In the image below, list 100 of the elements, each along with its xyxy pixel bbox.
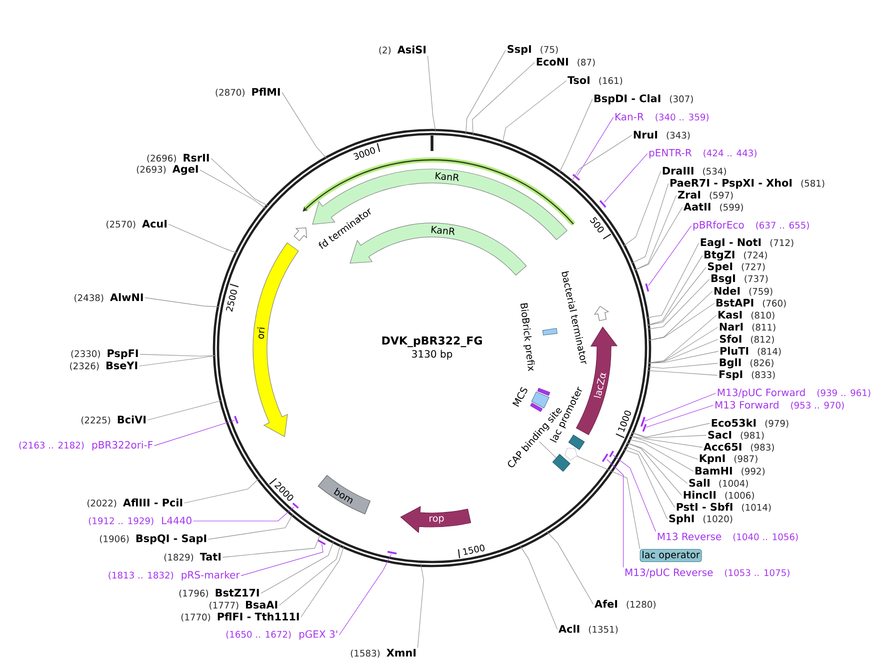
enzyme-label: PaeR7I - PspXI - XhoI (581)	[670, 178, 824, 189]
enzyme-label: (1829) TatI	[164, 552, 221, 562]
leader-line	[646, 279, 710, 330]
enzyme-label: (2330) PspFI	[71, 349, 138, 360]
enzyme-label: (2326) BseYI	[70, 362, 138, 370]
enzyme-label: SfoI (812)	[720, 334, 774, 344]
enzyme-label: PluTI (814)	[720, 346, 781, 356]
leader-line	[200, 170, 267, 210]
leader-line	[644, 393, 716, 422]
enzyme-label: HincII (1006)	[684, 490, 754, 500]
feature-arc: ori	[252, 242, 299, 437]
leader-line	[427, 55, 436, 132]
enzyme-label: (2870) PflMI	[216, 88, 280, 97]
leader-line	[282, 92, 328, 160]
leader-line	[626, 442, 682, 496]
feature-arc: rop	[400, 506, 472, 533]
leader-line	[279, 544, 341, 606]
leader-line	[140, 354, 216, 356]
pentagon-icon	[564, 448, 578, 460]
leader-line	[546, 530, 594, 605]
primer-label: M13 Reverse (1040 .. 1056)	[658, 532, 798, 542]
scale-number: 1500	[462, 544, 484, 556]
enzyme-label: BspDI - ClaI (307)	[594, 94, 693, 104]
leader-line	[193, 506, 294, 522]
enzyme-label: Eco53kI (979)	[712, 418, 788, 428]
leader-line	[622, 449, 668, 520]
enzyme-label: BstAPI (760)	[716, 298, 786, 308]
leader-line	[646, 405, 714, 428]
leader-line	[208, 513, 294, 540]
leader-line	[260, 540, 334, 594]
leader-line	[472, 62, 535, 136]
leader-line	[613, 454, 656, 532]
feature-box	[552, 454, 570, 472]
leader-line	[628, 439, 694, 472]
enzyme-label: PstI - SbfI (1014)	[676, 502, 771, 512]
leader-line	[626, 442, 688, 484]
leader-line	[630, 432, 707, 438]
enzyme-label: NdeI (759)	[714, 286, 772, 296]
primer-mark	[234, 416, 238, 424]
leader-line	[630, 183, 669, 264]
enzyme-label: AatII (599)	[684, 202, 743, 212]
enzyme-label: (1906) BspQI - SapI	[100, 534, 206, 544]
primer-label: Kan-R (340 .. 359)	[616, 113, 708, 122]
primer-label: (1912 .. 1929) L4440	[88, 516, 192, 526]
leader-line	[210, 158, 270, 207]
leader-line	[646, 363, 718, 368]
enzyme-label: SalI (1004)	[689, 478, 748, 488]
leader-line	[168, 224, 238, 254]
primer-mark	[645, 283, 650, 292]
leader-line	[570, 135, 632, 183]
enzyme-label: Acc65I (983)	[704, 442, 774, 452]
scale-number: 3000	[353, 147, 376, 160]
enzyme-label: DraIII (534)	[662, 166, 726, 176]
leader-line	[648, 291, 713, 341]
leader-line	[577, 117, 614, 176]
enzyme-label: (2225) BciVI	[81, 415, 146, 425]
enzyme-label: (1777) BsaAI	[210, 600, 278, 610]
leader-line	[144, 297, 220, 308]
leader-line	[633, 207, 683, 271]
leader-line	[558, 99, 593, 174]
leader-line	[648, 225, 692, 286]
leader-line	[629, 436, 703, 448]
primer-mark	[642, 424, 647, 432]
leader-line	[629, 436, 698, 460]
feature-label: BioBrick prefix	[520, 303, 535, 372]
enzyme-label: SacI (981)	[708, 430, 764, 440]
primer-label: pBRforEco (637 .. 655)	[693, 220, 809, 231]
leader-line	[622, 171, 661, 247]
enzyme-label: KpnI (987)	[700, 454, 758, 464]
primer-mark	[602, 453, 608, 462]
enzyme-label: NruI (343)	[634, 130, 690, 140]
enzyme-label: (1770) PflFI - Tth111I	[181, 612, 299, 622]
enzyme-label: SspI (75)	[508, 45, 558, 55]
enzyme-label: BsgI (737)	[711, 274, 768, 284]
leader-line	[222, 532, 322, 558]
leader-line	[539, 441, 556, 458]
primer-label: (1650 .. 1672) pGEX 3'	[226, 630, 338, 640]
leader-line	[624, 446, 675, 508]
leader-line	[647, 351, 719, 364]
enzyme-label: ZraI (597)	[678, 190, 733, 200]
leader-line	[576, 456, 640, 550]
enzyme-label: (1796) BstZ17I	[179, 588, 259, 598]
scale-number: 2500	[226, 290, 237, 312]
leader-line	[633, 195, 677, 271]
enzyme-label: AclI (1351)	[558, 624, 618, 634]
enzyme-label: KasI (810)	[718, 310, 774, 320]
primer-mark	[640, 416, 646, 427]
leader-line	[147, 400, 223, 420]
primer-label: pENTR-R (424 .. 443)	[649, 149, 756, 158]
enzyme-label: FspI (833)	[719, 370, 775, 380]
enzyme-label: (2) AsiSI	[379, 45, 426, 55]
leader-line	[648, 303, 715, 341]
feature-tag: lac operator	[640, 548, 702, 562]
enzyme-label: EcoNI (87)	[536, 58, 595, 67]
leader-line	[339, 554, 392, 636]
enzyme-label: (2570) AcuI	[106, 220, 167, 229]
primer-mark	[609, 450, 614, 458]
primer-label: M13 Forward (953 .. 970)	[716, 400, 844, 410]
primer-mark	[572, 174, 580, 181]
leader-line	[646, 255, 703, 326]
